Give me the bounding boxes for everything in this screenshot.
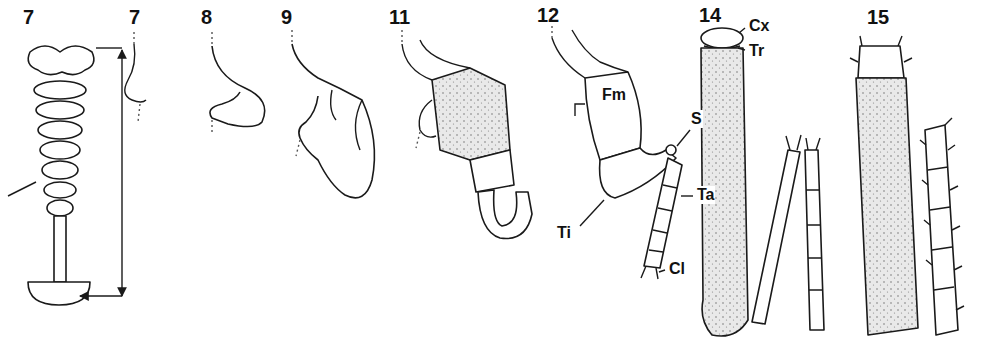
- leader-line: [681, 195, 693, 196]
- part-label: Ta: [696, 186, 715, 204]
- figure-number: 8: [200, 6, 213, 28]
- leader-line: [659, 270, 665, 272]
- leg-bud: [701, 28, 824, 336]
- tibia: [752, 150, 800, 324]
- disc-fold: [38, 121, 82, 139]
- leg-bud: [552, 26, 693, 279]
- leg-stub: [575, 104, 585, 116]
- claw: [786, 135, 820, 150]
- part-label: S: [690, 110, 703, 128]
- tarsus: [478, 190, 532, 239]
- coxa: [858, 46, 904, 78]
- leg-bud: [210, 32, 265, 134]
- part-label: Tr: [748, 42, 765, 60]
- bud-stub: [133, 32, 134, 44]
- leader-line: [739, 28, 745, 33]
- disc-fold: [36, 101, 84, 119]
- coxa-outline: [402, 44, 432, 80]
- figure-number: 7: [128, 6, 141, 28]
- figure-number: 14: [698, 4, 722, 26]
- tarsus: [805, 150, 824, 330]
- bud-stub: [211, 32, 212, 46]
- disc-fold: [47, 200, 73, 216]
- bristle: [850, 36, 912, 62]
- coxa-outline: [552, 38, 585, 78]
- dimension-line: [121, 50, 122, 296]
- disc-fold: [42, 161, 78, 179]
- bud-outline: [125, 44, 146, 102]
- disc-fold: [40, 141, 80, 159]
- segment-line: [331, 90, 336, 120]
- bud-stub: [416, 132, 420, 148]
- leader-line: [738, 48, 745, 50]
- part-label: Ti: [556, 224, 572, 242]
- bud-outline: [292, 44, 374, 198]
- femur: [432, 68, 510, 160]
- leg-bud: [292, 30, 374, 198]
- leader-line: [677, 130, 690, 146]
- dimension-line: [80, 295, 122, 296]
- coxa-outline: [572, 30, 628, 72]
- femur: [585, 72, 641, 160]
- spur: [666, 145, 676, 155]
- bud-stub: [211, 120, 212, 134]
- leg-stub: [419, 100, 436, 137]
- figure-number: 11: [388, 6, 411, 28]
- bud-outline: [210, 46, 265, 127]
- bud-stub: [138, 104, 140, 122]
- disc-base: [28, 282, 90, 305]
- segment-line: [355, 100, 362, 150]
- bud-stub: [551, 26, 552, 38]
- leg-bud: [850, 36, 964, 335]
- leader-line: [580, 200, 604, 226]
- disc-fold: [34, 81, 86, 99]
- figure-number: 7: [22, 6, 35, 28]
- segment-line: [649, 185, 677, 252]
- leader-line: [8, 182, 36, 196]
- leg-bud: [402, 30, 532, 239]
- segment-line: [806, 190, 822, 290]
- bud-stub: [401, 30, 402, 44]
- dimension-line: [96, 47, 122, 48]
- figure-number: 15: [866, 6, 890, 28]
- bud-stub: [291, 30, 292, 44]
- disc-top: [28, 46, 94, 75]
- part-label: Fm: [601, 86, 627, 104]
- part-label: Cl: [668, 260, 686, 278]
- figure-number: 12: [536, 4, 560, 26]
- leg-disc: [8, 46, 122, 305]
- figure-number: 9: [280, 6, 293, 28]
- bristle: [920, 118, 964, 310]
- disc-fold: [44, 182, 76, 198]
- part-label: Cx: [748, 17, 770, 35]
- tarsus: [644, 158, 682, 268]
- disc-stalk: [54, 216, 66, 282]
- bud-stub: [296, 140, 300, 156]
- claw: [641, 266, 658, 279]
- segment-line: [928, 167, 954, 290]
- coxa: [701, 28, 743, 48]
- leg-bud: [125, 32, 146, 122]
- tibia: [470, 150, 514, 192]
- coxa-outline: [420, 40, 470, 68]
- femur: [856, 78, 918, 335]
